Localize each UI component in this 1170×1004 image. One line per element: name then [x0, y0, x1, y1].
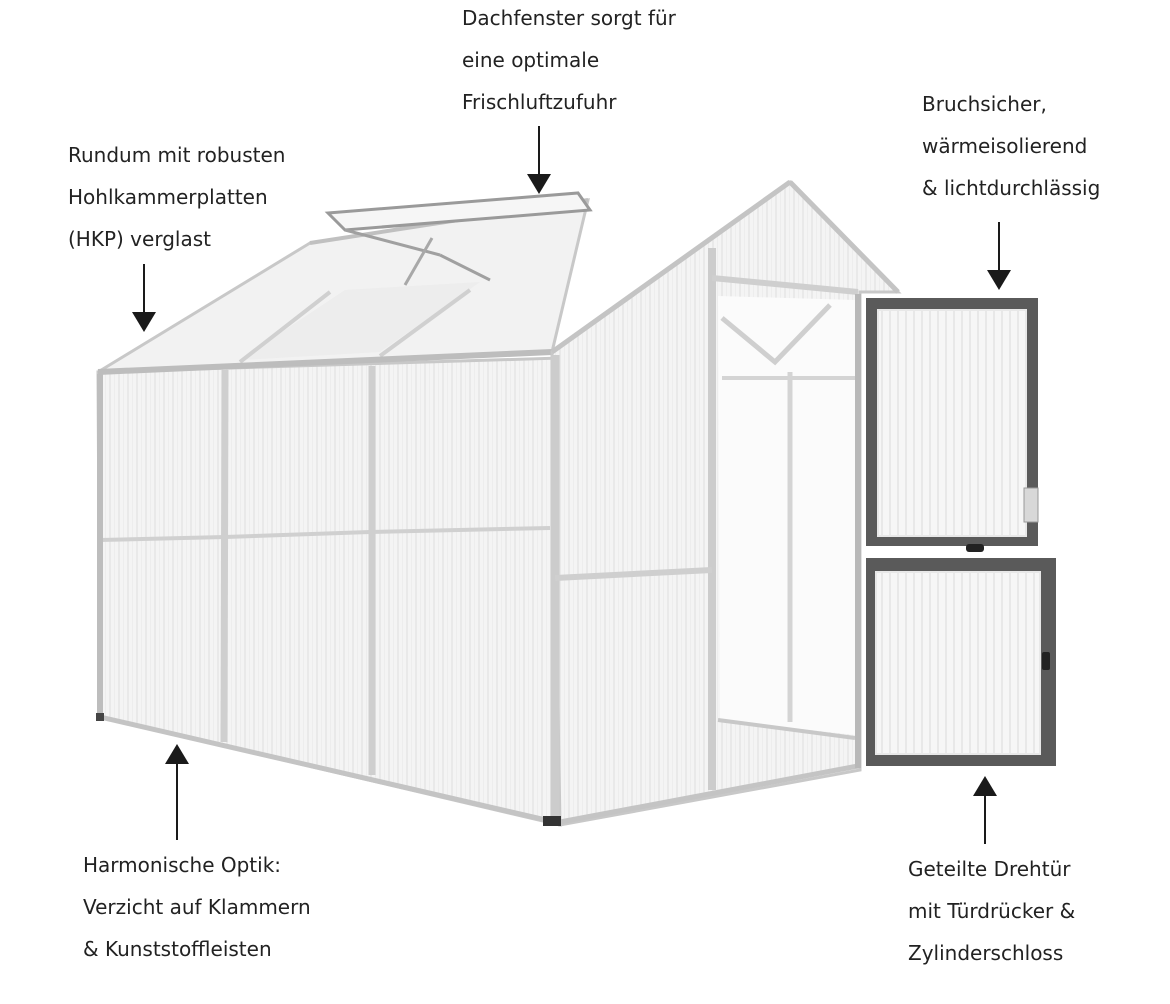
- callout-line: mit Türdrücker &: [908, 899, 1076, 923]
- callout-line: Bruchsicher,: [922, 92, 1047, 116]
- callout-line: Dachfenster sorgt für: [462, 6, 676, 30]
- callout-line: wärmeisolierend: [922, 134, 1088, 158]
- front-gable: [96, 179, 902, 827]
- callout-line: Frischluftzufuhr: [462, 90, 617, 114]
- side-wall: [96, 356, 562, 827]
- callout-line: Rundum mit robusten: [68, 143, 286, 167]
- callout-line: Hohlkammerplatten: [68, 185, 268, 209]
- callout-roof-vent: Dachfenster sorgt für eine optimale Fris…: [462, 0, 676, 123]
- callout-line: eine optimale: [462, 48, 600, 72]
- callout-line: Geteilte Drehtür: [908, 857, 1071, 881]
- roof-vent: [324, 191, 593, 286]
- callout-line: & Kunststoffleisten: [83, 937, 272, 961]
- roof-panels: [97, 198, 590, 375]
- callout-door: Geteilte Drehtür mit Türdrücker & Zylind…: [908, 848, 1075, 974]
- callout-shatterproof: Bruchsicher, wärmeisolierend & lichtdurc…: [922, 83, 1100, 209]
- split-door: [866, 298, 1056, 766]
- callout-line: Verzicht auf Klammern: [83, 895, 311, 919]
- callout-panels: Rundum mit robusten Hohlkammerplatten (H…: [68, 134, 285, 260]
- callout-optics: Harmonische Optik: Verzicht auf Klammern…: [83, 844, 311, 970]
- callout-line: Zylinderschloss: [908, 941, 1064, 965]
- callout-line: Harmonische Optik:: [83, 853, 282, 877]
- callout-line: & lichtdurchlässig: [922, 176, 1101, 200]
- callout-arrows: [132, 126, 1011, 844]
- callout-line: (HKP) verglast: [68, 227, 211, 251]
